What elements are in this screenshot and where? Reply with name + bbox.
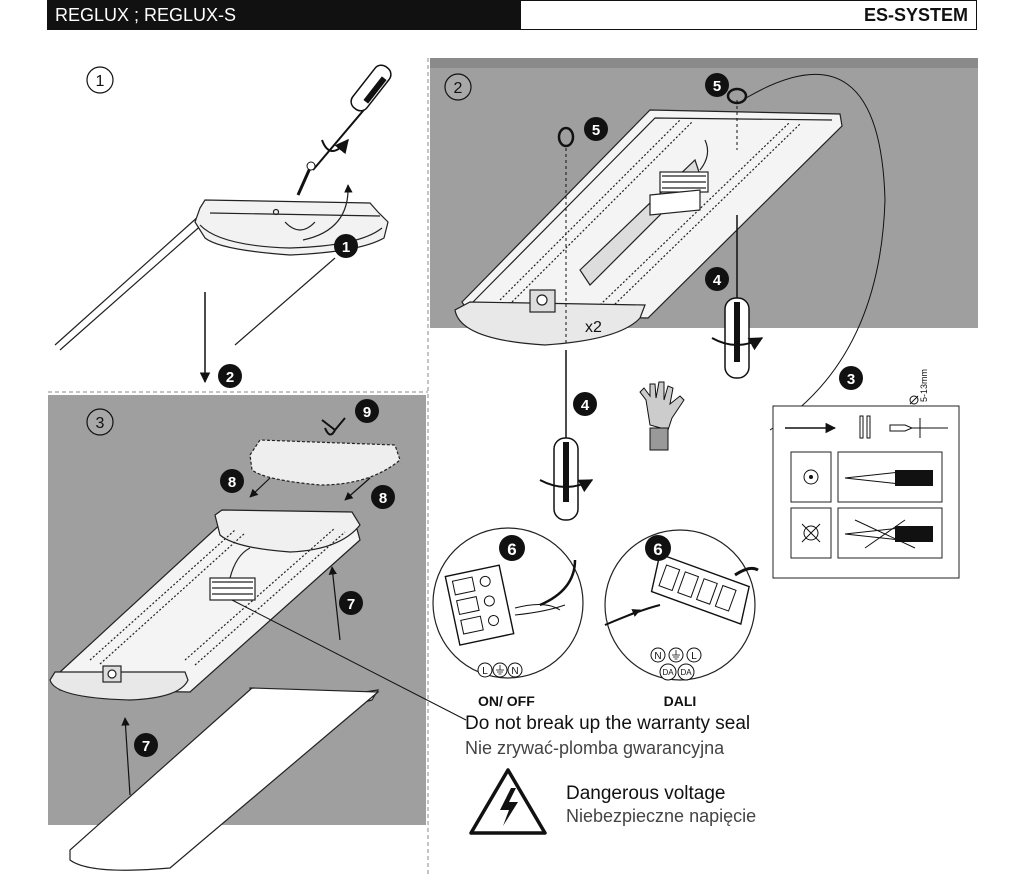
step-badge-4-left: 4 bbox=[573, 392, 597, 416]
cable-line-panel2 bbox=[565, 73, 886, 431]
cable-range-label: 5-13mm bbox=[919, 369, 929, 402]
svg-text:8: 8 bbox=[228, 474, 236, 491]
panel3-luminaire bbox=[49, 439, 401, 871]
panel1-end-cap-illustration bbox=[54, 184, 389, 351]
step-badge-5-right: 5 bbox=[705, 73, 729, 97]
scissors-icon bbox=[321, 417, 346, 436]
dangerous-voltage-note-en: Dangerous voltage bbox=[566, 783, 726, 804]
step-badge-4-right: 4 bbox=[705, 267, 729, 291]
svg-text:L: L bbox=[691, 651, 697, 662]
cable-strip-detail-box bbox=[772, 405, 960, 579]
connector-dali-detail bbox=[604, 529, 759, 681]
terminal-symbols-dali: N L DA DA bbox=[650, 647, 702, 681]
panel2-luminaire-body bbox=[454, 109, 843, 346]
screwdriver-icon-panel2-left bbox=[539, 350, 594, 521]
hand-glove-icon bbox=[639, 381, 685, 451]
svg-text:7: 7 bbox=[347, 596, 355, 613]
svg-text:3: 3 bbox=[96, 415, 105, 432]
svg-text:N: N bbox=[511, 666, 518, 677]
svg-text:5: 5 bbox=[713, 78, 721, 95]
step-badge-5-left: 5 bbox=[584, 117, 608, 141]
times-two-label: x2 bbox=[585, 319, 602, 336]
svg-text:L: L bbox=[482, 666, 488, 677]
arrows-panel3 bbox=[121, 477, 371, 796]
dangerous-voltage-note-pl: Niebezpieczne napięcie bbox=[566, 806, 757, 826]
header-bar: REGLUX ; REGLUX-S ES-SYSTEM bbox=[47, 0, 977, 30]
svg-text:N: N bbox=[654, 651, 661, 662]
svg-text:7: 7 bbox=[142, 738, 150, 755]
screw-icon bbox=[296, 161, 316, 196]
step-badge-7-lower: 7 bbox=[134, 733, 158, 757]
svg-text:DA: DA bbox=[680, 668, 692, 677]
svg-text:2: 2 bbox=[454, 80, 463, 97]
svg-text:6: 6 bbox=[507, 540, 516, 559]
svg-text:3: 3 bbox=[847, 371, 855, 388]
step-badge-8-right: 8 bbox=[371, 485, 395, 509]
step-badge-3: 3 bbox=[839, 366, 863, 390]
connector-onoff-caption: ON/ OFF bbox=[478, 693, 535, 709]
warranty-seal-note-pl: Nie zrywać-plomba gwarancyjna bbox=[465, 738, 725, 758]
step-badge-9: 9 bbox=[355, 399, 379, 423]
warranty-seal-pointer bbox=[231, 599, 467, 721]
step-badge-1: 1 bbox=[334, 234, 358, 258]
step-badge-6-left: 6 bbox=[499, 535, 525, 561]
connector-onoff-detail bbox=[432, 527, 584, 679]
screwdriver-icon-panel2-right bbox=[711, 215, 764, 379]
panel-number-2: 2 bbox=[444, 73, 472, 101]
step-badge-2: 2 bbox=[218, 364, 242, 388]
brand-title: ES-SYSTEM bbox=[520, 0, 977, 30]
terminal-symbols-onoff: L N bbox=[477, 662, 523, 678]
svg-text:5: 5 bbox=[592, 122, 600, 139]
panel-number-1: 1 bbox=[86, 66, 114, 94]
step-badge-6-right: 6 bbox=[645, 535, 671, 561]
high-voltage-warning-icon bbox=[469, 768, 547, 835]
product-title: REGLUX ; REGLUX-S bbox=[47, 0, 520, 30]
screwdriver-icon bbox=[312, 64, 392, 171]
svg-text:1: 1 bbox=[96, 73, 105, 90]
svg-text:DA: DA bbox=[662, 668, 674, 677]
panel2-top-strip bbox=[430, 58, 978, 68]
step-badge-7-upper: 7 bbox=[339, 591, 363, 615]
step-badge-8-left: 8 bbox=[220, 469, 244, 493]
svg-text:6: 6 bbox=[653, 540, 662, 559]
warranty-seal-note-en: Do not break up the warranty seal bbox=[465, 713, 751, 734]
svg-text:9: 9 bbox=[363, 404, 371, 421]
svg-text:2: 2 bbox=[226, 369, 234, 386]
svg-text:4: 4 bbox=[713, 272, 722, 289]
svg-text:4: 4 bbox=[581, 397, 590, 414]
svg-text:8: 8 bbox=[379, 490, 387, 507]
svg-text:1: 1 bbox=[342, 239, 350, 256]
diameter-icon bbox=[909, 395, 919, 405]
connector-dali-caption: DALI bbox=[664, 693, 697, 709]
panel-number-3: 3 bbox=[86, 408, 114, 436]
